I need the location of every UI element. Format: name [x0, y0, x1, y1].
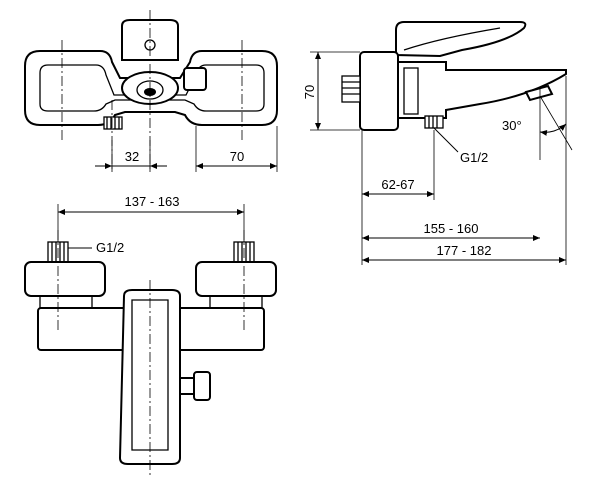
- side-dim-inlet: 62-67: [381, 177, 414, 192]
- side-dim-length-spout: 155 - 160: [424, 221, 479, 236]
- side-dim-thread: G1/2: [460, 150, 488, 165]
- front-right-flange: [195, 261, 277, 297]
- front-dim-thread: G1/2: [96, 240, 124, 255]
- side-wall-flange: [359, 51, 399, 131]
- top-cartridge-inner: [136, 80, 164, 100]
- side-bottom-thread: [424, 115, 444, 129]
- front-left-flange: [24, 261, 106, 297]
- front-diverter-stem: [179, 377, 195, 395]
- top-dim-spacing: 32: [125, 149, 139, 164]
- side-spout-outlet: [524, 84, 554, 102]
- top-dim-depth: 70: [230, 149, 244, 164]
- side-dim-length-total: 177 - 182: [437, 243, 492, 258]
- side-body-collar: [403, 67, 419, 115]
- side-view: 30° G1/2 70 62-67 155 - 160 177 - 182: [302, 21, 573, 265]
- front-view: 137 - 163 G1/2: [24, 194, 277, 475]
- front-dim-centers: 137 - 163: [125, 194, 180, 209]
- side-lever: [395, 21, 527, 58]
- top-diverter-knob: [183, 67, 207, 91]
- side-dim-angle: 30°: [502, 118, 522, 133]
- top-view: 32 70: [24, 10, 278, 172]
- front-diverter-knob: [193, 371, 211, 401]
- side-inlet-thread: [341, 75, 361, 103]
- side-dim-height: 70: [302, 85, 317, 99]
- top-inlet-thread: [103, 116, 123, 130]
